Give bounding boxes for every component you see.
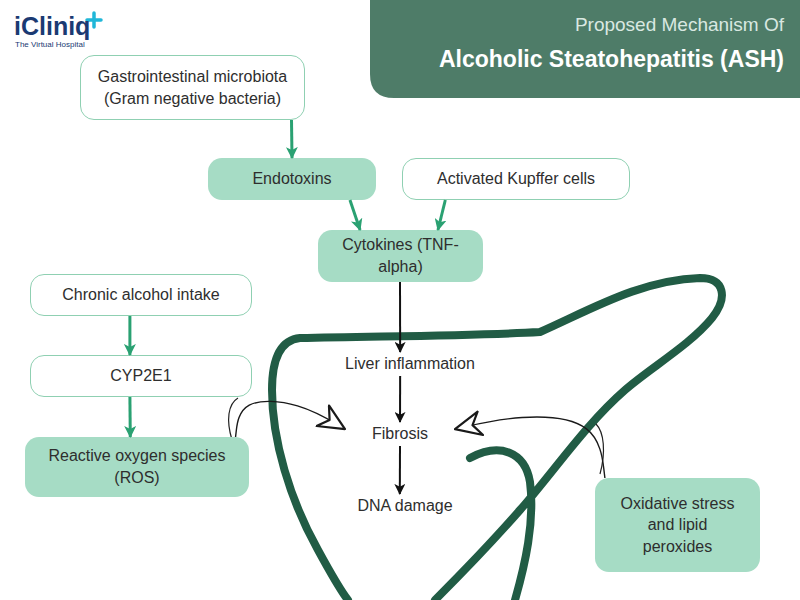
connector-arrow — [399, 446, 401, 494]
connector-arrow — [128, 316, 131, 355]
process-box: Endotoxins — [208, 158, 376, 200]
node-text: Activated Kupffer cells — [437, 168, 595, 190]
process-box: Oxidative stress and lipid peroxides — [595, 478, 760, 572]
stage-text: Liver inflammation — [328, 352, 492, 376]
source-box: Chronic alcohol intake — [30, 274, 252, 316]
connector-arrow — [399, 376, 401, 422]
sketch-stroke — [596, 424, 603, 474]
logo-text: iCliniq — [14, 12, 90, 41]
connector-arrow — [438, 200, 445, 230]
connector-arrow — [350, 200, 360, 230]
node-text: DNA damage — [357, 495, 452, 517]
node-text: Cytokines (TNF-alpha) — [341, 234, 461, 277]
title-prefix: Proposed Mechanism Of — [575, 14, 784, 36]
connector-arrow — [128, 397, 131, 437]
node-text: Liver inflammation — [345, 353, 475, 375]
process-box: CYP2E1 — [30, 355, 252, 397]
header-band — [370, 0, 800, 98]
node-text: Gastrointestinal microbiota (Gram negati… — [85, 66, 300, 109]
connector-arrow — [290, 120, 294, 158]
sketch-stroke — [229, 398, 238, 440]
node-text: CYP2E1 — [110, 365, 171, 387]
node-text: Fibrosis — [372, 423, 428, 445]
node-text: Chronic alcohol intake — [62, 284, 219, 306]
source-box: Gastrointestinal microbiota (Gram negati… — [80, 55, 305, 120]
diagram-title: Alcoholic Steatohepatitis (ASH) — [439, 46, 784, 73]
process-box: Reactive oxygen species (ROS) — [25, 437, 249, 497]
stage-text: DNA damage — [340, 494, 470, 518]
stage-text: Fibrosis — [345, 422, 455, 446]
node-text: Reactive oxygen species (ROS) — [35, 445, 240, 488]
connector-arrow — [455, 417, 605, 478]
process-box: Cytokines (TNF-alpha) — [318, 230, 483, 282]
logo-tagline: The Virtual Hospital — [15, 40, 85, 49]
connector-arrow — [236, 401, 345, 437]
source-box: Activated Kupffer cells — [402, 158, 630, 200]
node-text: Oxidative stress and lipid peroxides — [614, 493, 742, 558]
node-text: Endotoxins — [252, 168, 331, 190]
connector-arrow — [399, 282, 401, 352]
